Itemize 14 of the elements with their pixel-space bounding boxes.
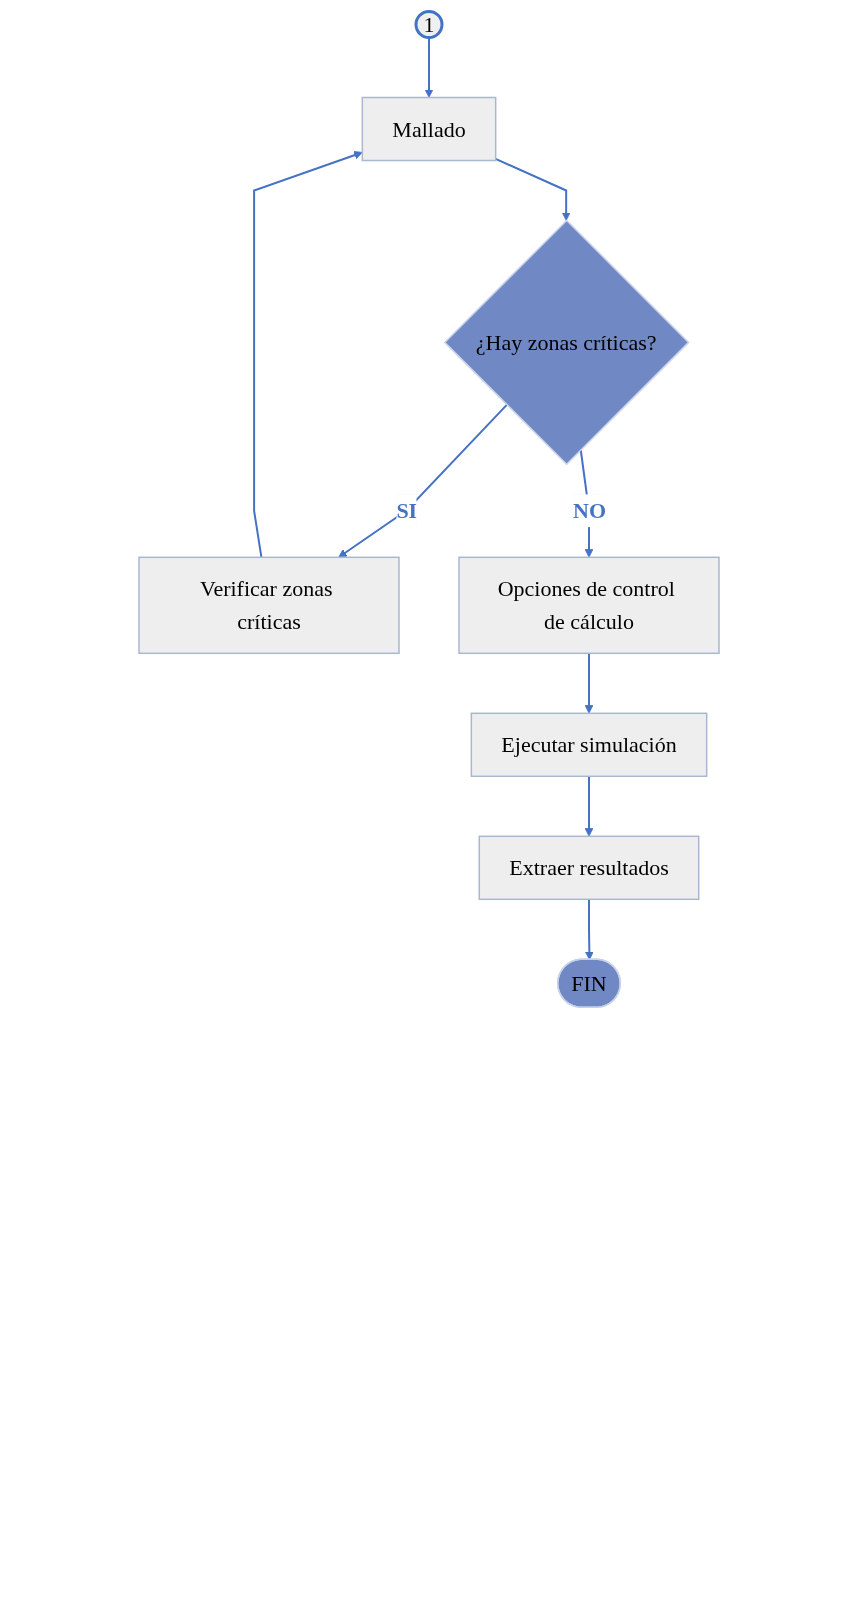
arrow [584, 652, 593, 714]
node-diamond: ¿Hay zonas críticas? [443, 219, 690, 466]
arrow [584, 898, 594, 961]
node-box: Opciones de control de cálculo [457, 556, 720, 655]
arrow [337, 403, 508, 558]
node-box: Ejecutar simulación [470, 712, 707, 778]
node-box: Extraer resultados [478, 835, 699, 901]
edge-label: SI [395, 498, 417, 524]
arrow [584, 775, 593, 837]
node-circle: 1 [414, 10, 443, 39]
node-box: Mallado [361, 96, 496, 162]
arrow [494, 157, 571, 221]
node-box: Verificar zonas críticas [137, 556, 400, 655]
edge-label: NO [572, 498, 606, 524]
